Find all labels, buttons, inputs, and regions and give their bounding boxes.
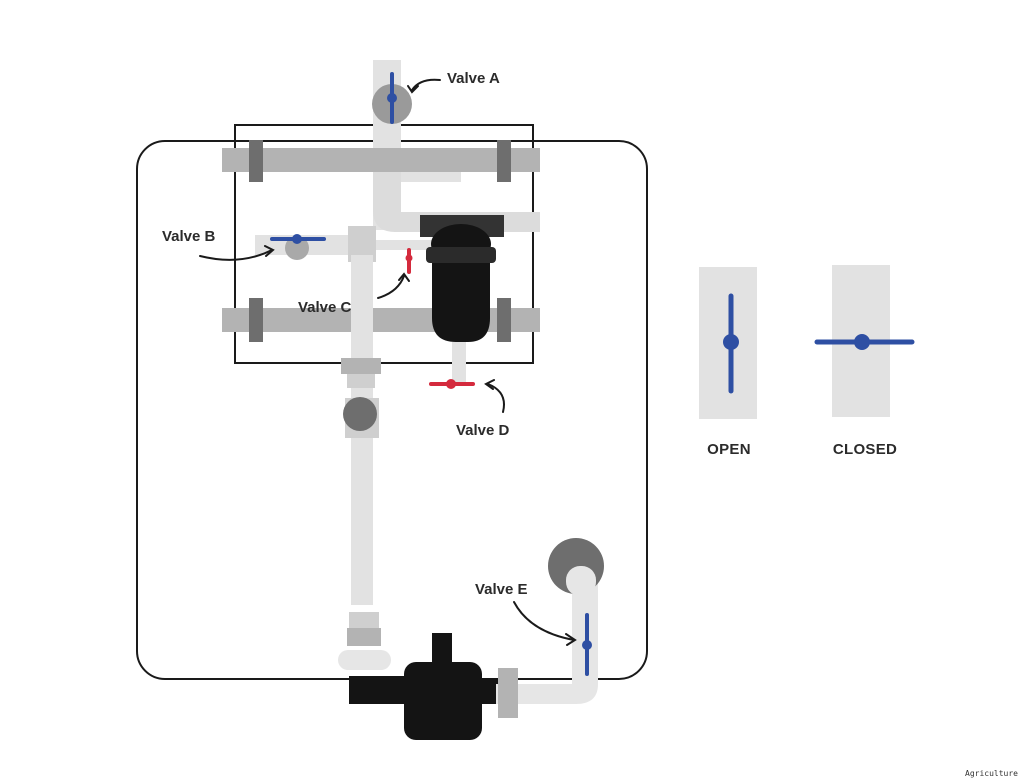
label-valve-d: Valve D bbox=[456, 422, 510, 439]
label-valve-c: Valve C bbox=[298, 299, 352, 316]
drop-pipe-union-top bbox=[341, 358, 381, 374]
legend-closed-hub bbox=[854, 334, 870, 350]
bottom-manifold-flange-right bbox=[497, 298, 511, 342]
inlet-stub bbox=[401, 170, 461, 182]
arrowhead-valve-d bbox=[484, 379, 495, 390]
legend-closed-label: CLOSED bbox=[833, 441, 897, 458]
legend-open-hub bbox=[723, 334, 739, 350]
credit-text: Agriculture bbox=[965, 769, 1018, 778]
filter-drain-pipe bbox=[452, 342, 466, 382]
valve-c-hub bbox=[405, 254, 413, 262]
valve-d-hub bbox=[446, 379, 456, 389]
outlet-gauge-collar bbox=[566, 566, 596, 596]
top-manifold-flange-left bbox=[249, 140, 263, 182]
arrow-valve-d bbox=[487, 383, 505, 413]
label-valve-b: Valve B bbox=[162, 228, 216, 245]
arrow-valve-c bbox=[377, 275, 405, 299]
pump-body bbox=[404, 662, 482, 740]
arrow-valve-e bbox=[513, 601, 575, 641]
bottom-manifold-flange-left bbox=[249, 298, 263, 342]
drop-pipe-union-bottom bbox=[347, 374, 375, 388]
label-valve-e: Valve E bbox=[475, 581, 528, 598]
arrow-valve-a bbox=[411, 78, 441, 91]
valve-b-body bbox=[285, 236, 309, 260]
filter-ring bbox=[426, 247, 496, 263]
legend-open-label: OPEN bbox=[707, 441, 751, 458]
lower-coupling bbox=[338, 650, 391, 670]
valve-c-pipe bbox=[376, 240, 436, 250]
arrowhead-valve-c bbox=[398, 272, 410, 282]
valve-a-hub bbox=[387, 93, 397, 103]
top-manifold bbox=[222, 148, 540, 172]
valve-b-hub bbox=[292, 234, 302, 244]
lower-union-top bbox=[349, 612, 379, 628]
lower-union-bottom bbox=[347, 628, 381, 646]
pump-inlet-elbow bbox=[349, 676, 408, 704]
bottom-manifold bbox=[222, 308, 540, 332]
arrowhead-valve-e bbox=[565, 633, 577, 646]
arrowhead-valve-a bbox=[407, 85, 419, 94]
arrow-valve-b bbox=[199, 249, 273, 261]
gauge-dial bbox=[343, 397, 377, 431]
label-valve-a: Valve A bbox=[447, 70, 500, 87]
arrowhead-valve-b bbox=[264, 245, 275, 257]
filter-bowl bbox=[432, 252, 490, 342]
outlet-flange bbox=[498, 668, 518, 718]
pump-top-port bbox=[432, 633, 452, 663]
valve-e-hub bbox=[582, 640, 592, 650]
top-manifold-flange-right bbox=[497, 140, 511, 182]
pump-outlet-stub bbox=[480, 678, 498, 704]
